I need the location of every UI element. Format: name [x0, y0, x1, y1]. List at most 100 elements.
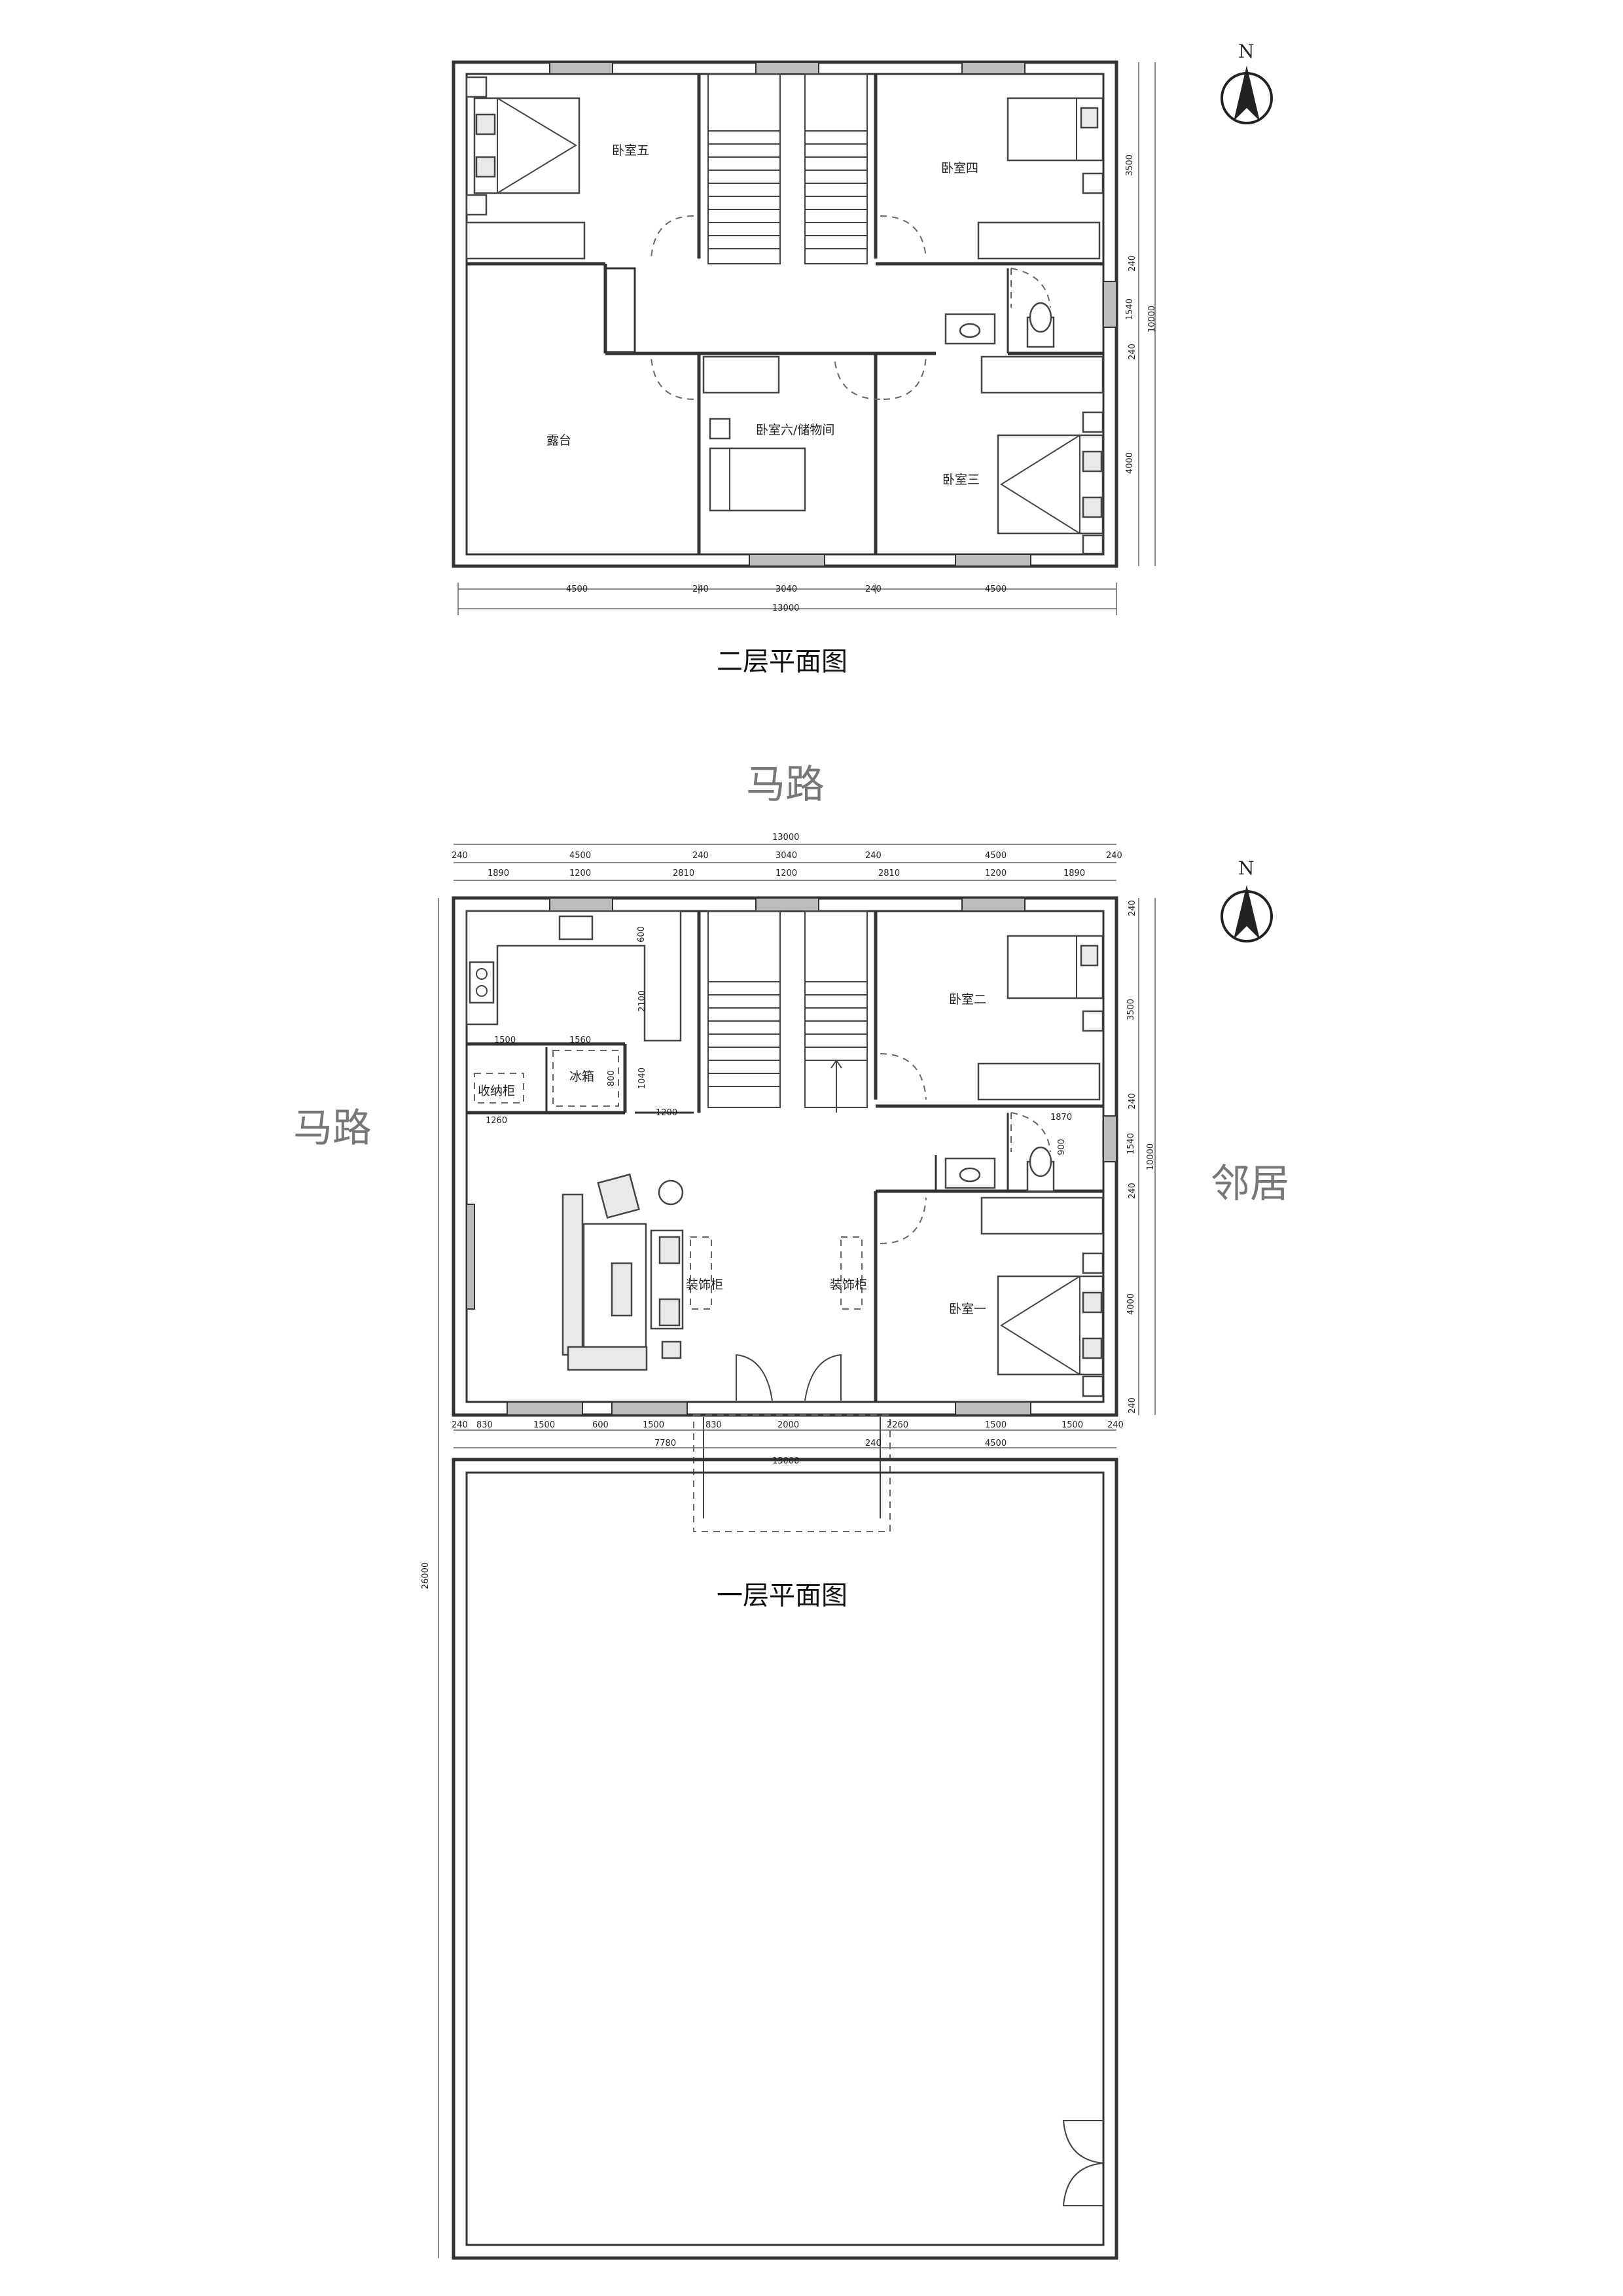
toilet-bowl — [1029, 302, 1052, 333]
dim-label: 1540 — [1126, 1132, 1137, 1155]
road-left-label: 马路 — [293, 1105, 372, 1151]
dim-label: 1870 — [1050, 1113, 1073, 1122]
dim-label: 240 — [1127, 1397, 1137, 1414]
road-top-label: 马路 — [746, 762, 825, 808]
dim-label: 240 — [452, 1420, 468, 1430]
dim-label: 240 — [1127, 1093, 1137, 1109]
sofa-set — [562, 1173, 684, 1371]
dim-label: 2100 — [637, 990, 648, 1013]
dim-label: 900 — [1056, 1139, 1067, 1155]
north-label: N — [1238, 41, 1255, 62]
dim-label: 3040 — [776, 851, 798, 861]
window — [1103, 281, 1117, 328]
window — [755, 897, 819, 912]
dim-label: 240 — [452, 851, 468, 861]
north-arrow-icon — [1221, 65, 1273, 124]
dim-total: 13000 — [772, 603, 800, 613]
dim-label: 3500 — [1126, 998, 1137, 1021]
dim-label: 4500 — [569, 851, 592, 861]
fridge-outline — [552, 1050, 619, 1107]
dim-label: 240 — [1107, 1420, 1124, 1430]
dim-label: 600 — [636, 926, 647, 942]
window — [955, 1401, 1031, 1416]
yard-inner-wall — [465, 1471, 1105, 2246]
dim-label: 240 — [1127, 344, 1137, 360]
room-label-bedroom3: 卧室三 — [942, 473, 980, 487]
dim-total: 13000 — [772, 833, 800, 842]
wardrobe — [977, 221, 1101, 260]
door-swing — [651, 215, 694, 259]
dim-label: 3040 — [776, 584, 798, 594]
dim-label: 1200 — [985, 869, 1007, 878]
dim-label: 600 — [592, 1420, 609, 1430]
door-swing — [1010, 1112, 1051, 1153]
bed — [997, 411, 1104, 555]
wardrobe — [977, 1062, 1101, 1101]
dim-total: 10000 — [1146, 1143, 1156, 1171]
window — [961, 62, 1026, 75]
dim-label: 1500 — [1061, 1420, 1084, 1430]
dim-label: 240 — [1127, 1183, 1137, 1199]
room-label-terrace: 露台 — [546, 433, 572, 448]
dim-label: 4500 — [985, 584, 1007, 594]
bed — [465, 76, 580, 216]
dim-label: 240 — [692, 584, 709, 594]
bed — [1007, 97, 1104, 194]
storage-cabinet-outline — [474, 1073, 524, 1103]
wardrobe — [980, 355, 1104, 394]
dim-label: 1200 — [656, 1108, 678, 1118]
label-decor-cabinet-left: 装饰柜 — [686, 1278, 724, 1292]
dim-label: 4500 — [985, 1439, 1007, 1448]
toilet-bowl — [1029, 1146, 1052, 1177]
dim-label: 1260 — [486, 1116, 508, 1126]
dimension-bottom — [457, 583, 1117, 615]
dim-label: 240 — [865, 584, 882, 594]
dim-label: 1500 — [533, 1420, 556, 1430]
window — [549, 62, 613, 75]
dim-label: 240 — [1127, 900, 1137, 916]
window — [955, 554, 1031, 567]
dim-label: 240 — [865, 851, 882, 861]
north-arrow-icon — [1221, 885, 1273, 942]
dim-label: 240 — [1106, 851, 1122, 861]
label-fridge: 冰箱 — [569, 1069, 595, 1084]
dim-label: 1540 — [1125, 298, 1135, 321]
dim-label: 2810 — [673, 869, 695, 878]
room-label-bedroom2: 卧室二 — [949, 992, 987, 1007]
window — [755, 62, 819, 75]
dim-label: 1040 — [637, 1067, 648, 1090]
dim-label: 1500 — [494, 1035, 516, 1045]
floor2-title: 二层平面图 — [717, 647, 847, 677]
dim-label: 240 — [1127, 255, 1137, 272]
dim-label: 4000 — [1125, 452, 1135, 475]
north-label: N — [1238, 857, 1255, 879]
door-swing — [883, 356, 927, 400]
window — [961, 897, 1026, 912]
door-swing — [880, 215, 927, 259]
bed — [997, 1252, 1104, 1397]
staircase — [707, 73, 868, 264]
label-storage-cabinet: 收纳柜 — [478, 1084, 516, 1098]
dim-label: 4500 — [985, 851, 1007, 861]
wardrobe — [465, 221, 586, 260]
yard-gate — [1062, 2120, 1104, 2206]
dim-label: 2260 — [887, 1420, 909, 1430]
dim-total: 10000 — [1147, 305, 1158, 333]
room-label-bedroom1: 卧室一 — [949, 1302, 987, 1316]
window — [507, 1401, 583, 1416]
dim-label: 830 — [476, 1420, 493, 1430]
yard — [438, 898, 1118, 2260]
dim-label: 830 — [705, 1420, 722, 1430]
dim-label: 4000 — [1126, 1293, 1137, 1316]
dim-label: 2810 — [878, 869, 901, 878]
yard-wall — [452, 1458, 1118, 2260]
first-floor-plan — [452, 844, 1156, 1532]
dimension-top — [454, 844, 1116, 881]
wardrobe — [702, 355, 780, 394]
yard-depth-label: 26000 — [421, 1562, 431, 1590]
door-swing — [880, 1053, 927, 1100]
door-swing — [834, 356, 881, 400]
dim-total: 13000 — [772, 1456, 800, 1466]
